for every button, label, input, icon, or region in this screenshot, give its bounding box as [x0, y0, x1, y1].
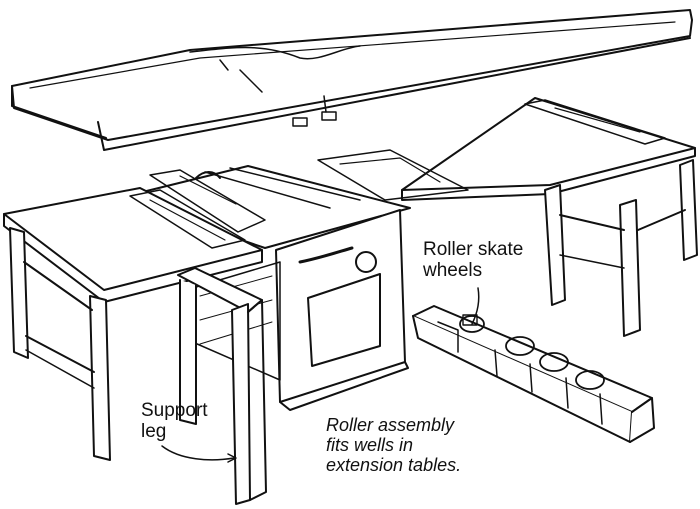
- label-roller-skate-wheels: Roller skate wheels: [423, 239, 524, 282]
- leader-support-leg: [161, 445, 235, 461]
- roller-assembly: [412, 305, 655, 443]
- right-extension-table: [317, 97, 698, 337]
- label-support-leg: Support leg: [141, 400, 208, 443]
- support-leg: [177, 267, 267, 505]
- left-extension-table: [3, 187, 263, 461]
- caption-roller-assembly: Roller assembly fits wells in extension …: [326, 415, 462, 476]
- fence-rail: [11, 9, 693, 151]
- leader-lines: [161, 287, 480, 463]
- table-saw: [117, 165, 411, 411]
- leader-roller-wheels: [471, 287, 480, 325]
